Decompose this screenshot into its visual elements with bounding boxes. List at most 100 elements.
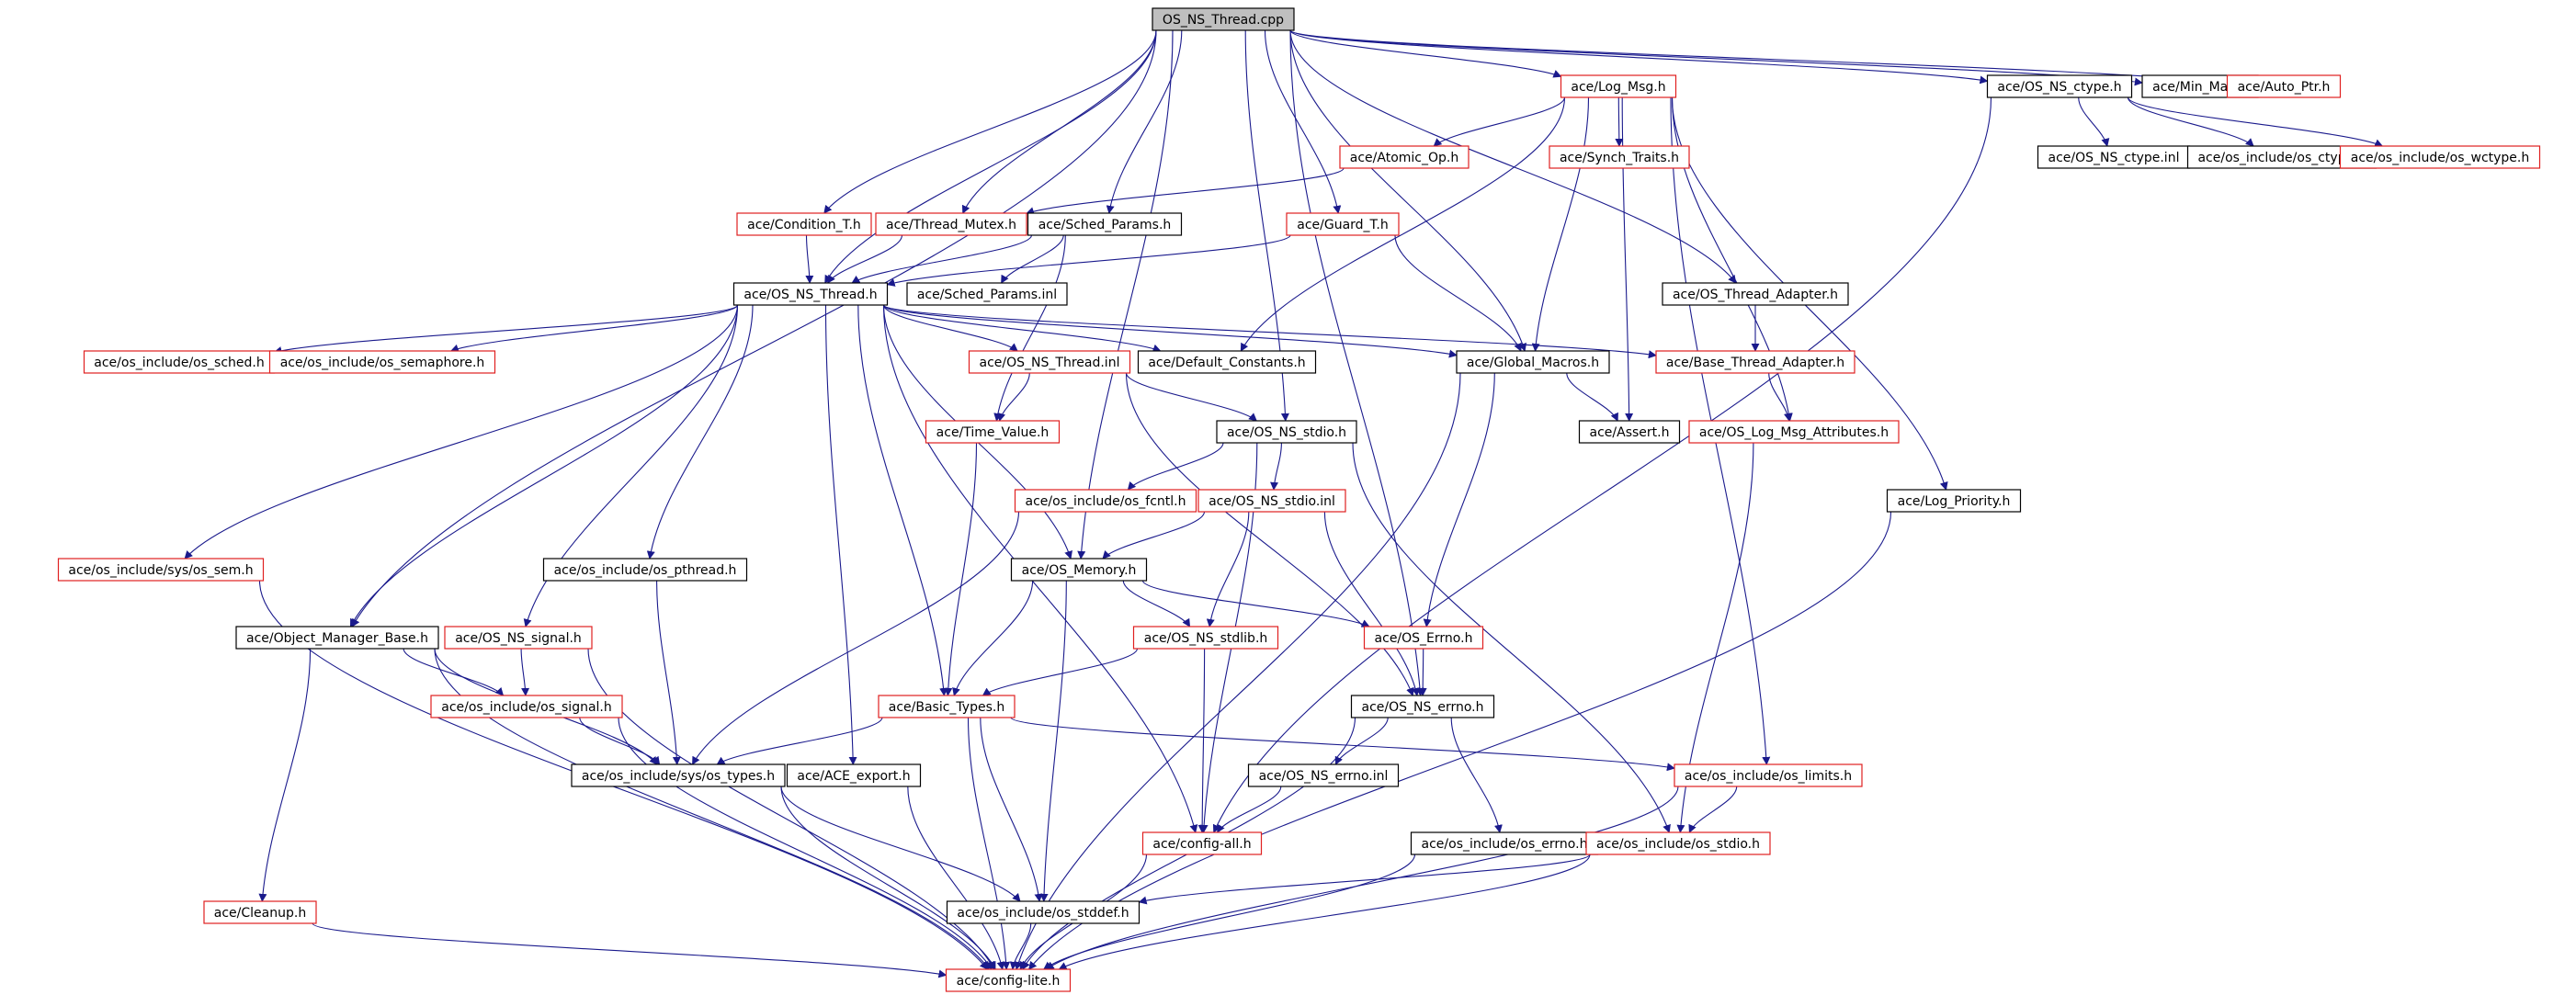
edge-os-ns-thread-h-to-os-ns-signal-h [523,304,739,628]
node-os-errno-h[interactable]: ace/os_include/os_errno.h [1410,831,1599,855]
node-os-sem-h[interactable]: ace/os_include/sys/os_sem.h [57,558,265,582]
edge-os-ns-thread-cpp-to-os-thread-adapter-h [1289,29,1737,284]
node-box [878,695,1016,718]
node-box [57,558,265,582]
edge-os-ns-errno-inl-to-config-all-h [1217,786,1282,833]
node-os-memory-h[interactable]: ace/OS_Memory.h [1010,558,1148,582]
node-label: ace/Global_Macros.h [1467,356,1599,370]
node-os-signal-h[interactable]: ace/os_include/os_signal.h [430,695,623,718]
node-os-ns-ctype-h[interactable]: ace/OS_NS_ctype.h [1986,74,2133,98]
node-os-stdio-h[interactable]: ace/os_include/os_stdio.h [1585,831,1771,855]
edge-os-ns-stdio-inl-to-os-ns-stdlib-h [1206,511,1250,628]
node-condition-t-h[interactable]: ace/Condition_T.h [736,212,872,236]
edge-os-ns-ctype-h-to-os-ctype-h [2127,96,2254,147]
node-os-thread-adapter-h[interactable]: ace/OS_Thread_Adapter.h [1662,282,1849,306]
node-sched-params-inl[interactable]: ace/Sched_Params.inl [906,282,1068,306]
node-os-wctype-h[interactable]: ace/os_include/os_wctype.h [2339,145,2541,169]
node-label: ace/OS_Errno.h [1375,631,1473,646]
node-os-limits-h[interactable]: ace/os_include/os_limits.h [1674,763,1863,787]
node-global-macros-h[interactable]: ace/Global_Macros.h [1456,350,1610,374]
node-os-ns-ctype-inl[interactable]: ace/OS_NS_ctype.inl [2037,145,2191,169]
node-time-value-h[interactable]: ace/Time_Value.h [925,420,1061,444]
node-box [1986,74,2133,98]
node-label: ace/OS_NS_errno.inl [1259,769,1389,784]
edge-os-ns-ctype-h-to-os-ns-ctype-inl [2078,96,2110,147]
node-box [2226,74,2342,98]
node-os-types-h[interactable]: ace/os_include/sys/os_types.h [571,763,786,787]
node-os-ns-thread-h[interactable]: ace/OS_NS_Thread.h [732,282,889,306]
node-log-msg-h[interactable]: ace/Log_Msg.h [1560,74,1677,98]
edge-time-value-h-to-basic-types-h [944,442,978,696]
node-config-lite-h[interactable]: ace/config-lite.h [945,968,1072,992]
node-ace-export-h[interactable]: ace/ACE_export.h [786,763,922,787]
node-os-log-msg-attributes-h[interactable]: ace/OS_Log_Msg_Attributes.h [1688,420,1900,444]
node-assert-h[interactable]: ace/Assert.h [1578,420,1681,444]
node-thread-mutex-h[interactable]: ace/Thread_Mutex.h [875,212,1027,236]
node-label: ace/Atomic_Op.h [1350,151,1458,165]
node-os-pthread-h[interactable]: ace/os_include/os_pthread.h [542,558,748,582]
edge-os-ns-stdio-h-to-os-stdio-h [1352,442,1671,833]
node-os-ns-errno-h[interactable]: ace/OS_NS_errno.h [1350,695,1495,718]
node-os-ns-stdio-h[interactable]: ace/OS_NS_stdio.h [1216,420,1357,444]
node-os-ns-signal-h[interactable]: ace/OS_NS_signal.h [444,626,593,650]
node-os-ns-errno-inl[interactable]: ace/OS_NS_errno.inl [1247,763,1400,787]
edge-os-ns-thread-cpp-to-global-macros-h [1289,29,1527,352]
node-label: ace/OS_Memory.h [1022,563,1137,578]
edge-os-ns-thread-cpp-to-condition-t-h [823,29,1157,214]
node-sched-params-h[interactable]: ace/Sched_Params.h [1027,212,1183,236]
edge-sched-params-h-to-sched-params-inl [1001,234,1064,284]
node-basic-types-h[interactable]: ace/Basic_Types.h [878,695,1016,718]
node-os-ns-stdlib-h[interactable]: ace/OS_NS_stdlib.h [1132,626,1279,650]
node-box [1010,558,1148,582]
node-os-fcntl-h[interactable]: ace/os_include/os_fcntl.h [1014,489,1197,513]
node-os-ns-stdio-inl[interactable]: ace/OS_NS_stdio.inl [1197,489,1346,513]
edge-condition-t-h-to-os-ns-thread-h [805,234,814,284]
node-label: ace/OS_NS_Thread.inl [980,356,1120,370]
edge-os-ns-errno-h-to-os-errno-h [1450,717,1503,833]
edge-os-signal-h-to-os-types-h [579,717,661,765]
node-os-stddef-h[interactable]: ace/os_include/os_stddef.h [946,900,1140,924]
edge-os-stdio-h-to-config-lite-h [1058,854,1591,970]
edge-os-ns-thread-cpp-to-os-ns-thread-h [824,29,1157,284]
edge-os-ns-thread-h-to-os-sched-h [273,304,739,355]
node-label: ace/Time_Value.h [936,425,1050,440]
node-box [946,900,1140,924]
node-cleanup-h[interactable]: ace/Cleanup.h [203,900,317,924]
node-atomic-op-h[interactable]: ace/Atomic_Op.h [1339,145,1470,169]
node-log-priority-h[interactable]: ace/Log_Priority.h [1886,489,2022,513]
node-label: ace/OS_NS_stdio.h [1227,425,1346,440]
edges-layer [184,29,2384,978]
node-base-thread-adapter-h[interactable]: ace/Base_Thread_Adapter.h [1655,350,1855,374]
edge-basic-types-h-to-os-types-h [716,717,883,765]
node-config-all-h[interactable]: ace/config-all.h [1141,831,1263,855]
node-label: ace/os_include/os_stddef.h [957,906,1129,921]
node-label: ace/os_include/os_fcntl.h [1026,494,1186,509]
node-label: ace/config-all.h [1152,837,1251,852]
node-box [1363,626,1484,650]
node-os-errno-h[interactable]: ace/OS_Errno.h [1363,626,1484,650]
edge-os-ns-thread-h-to-os-semaphore-h [449,304,739,353]
node-os-ns-thread-inl[interactable]: ace/OS_NS_Thread.inl [968,350,1131,374]
edge-ace-export-h-to-config-lite-h [907,786,1005,970]
edge-log-msg-h-to-global-macros-h [1531,96,1590,352]
node-box [1141,831,1263,855]
node-os-semaphore-h[interactable]: ace/os_include/os_semaphore.h [268,350,496,374]
node-label: ace/os_include/os_ctype.h [2197,151,2366,165]
node-guard-t-h[interactable]: ace/Guard_T.h [1286,212,1400,236]
node-default-constants-h[interactable]: ace/Default_Constants.h [1137,350,1317,374]
edge-os-memory-h-to-os-ns-stdlib-h [1122,580,1191,628]
node-box [83,350,276,374]
node-os-sched-h[interactable]: ace/os_include/os_sched.h [83,350,276,374]
node-object-manager-base-h[interactable]: ace/Object_Manager_Base.h [235,626,439,650]
edge-os-ns-stdlib-h-to-config-all-h [1197,648,1207,833]
edge-os-types-h-to-config-lite-h [780,786,996,970]
node-label: ace/os_include/os_pthread.h [554,563,737,578]
node-auto-ptr-h[interactable]: ace/Auto_Ptr.h [2226,74,2342,98]
node-box [732,282,889,306]
node-os-ns-thread-cpp[interactable]: OS_NS_Thread.cpp [1152,7,1295,31]
node-box [968,350,1131,374]
node-label: ace/OS_NS_signal.h [455,631,582,646]
node-synch-traits-h[interactable]: ace/Synch_Traits.h [1549,145,1690,169]
edge-global-macros-h-to-config-lite-h [1015,372,1461,970]
edge-sched-params-h-to-time-value-h [993,234,1066,422]
